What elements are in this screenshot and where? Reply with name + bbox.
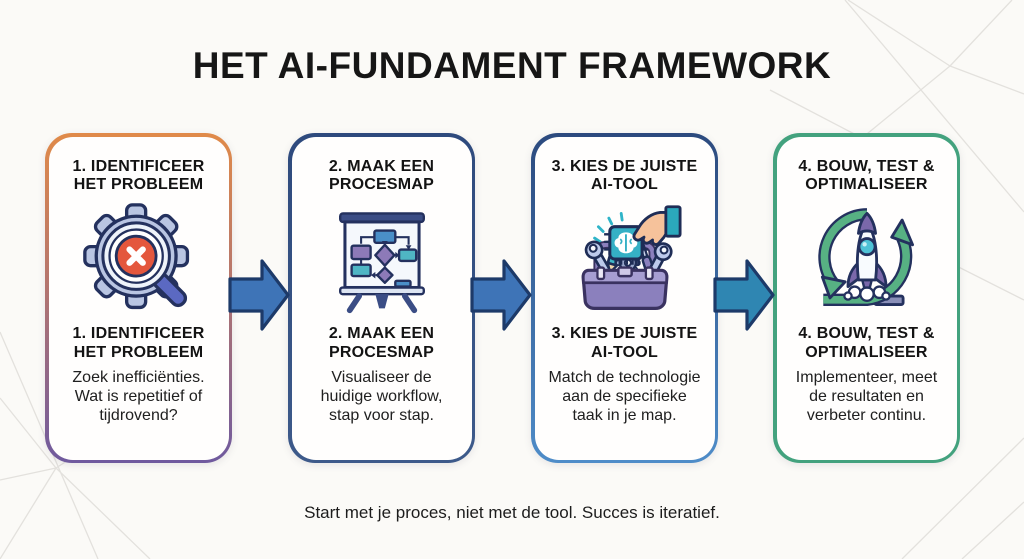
block-arrow-right-icon xyxy=(712,251,776,339)
footer-note: Start met je proces, niet met de tool. S… xyxy=(304,503,720,522)
rocket-iteration-cycle-icon xyxy=(810,201,924,317)
step-4-title: 4. BOUW, TEST &OPTIMALISEER xyxy=(798,157,935,194)
block-arrow-right-icon xyxy=(469,251,533,339)
toolbox-ai-chip-icon xyxy=(568,201,682,317)
flowchart-easel-icon xyxy=(325,201,439,317)
step-card-4: 4. BOUW, TEST &OPTIMALISEER xyxy=(773,133,960,463)
step-1-description: Zoek inefficiënties.Wat is repetitief of… xyxy=(72,369,205,425)
gear-magnifier-error-icon xyxy=(82,201,196,317)
page-title: HET AI-FUNDAMENT FRAMEWORK xyxy=(192,45,832,86)
step-card-4-body: 4. BOUW, TEST &OPTIMALISEER xyxy=(776,136,957,460)
step-4-subtitle: 4. BOUW, TEST &OPTIMALISEER xyxy=(798,324,935,361)
block-arrow-right-icon xyxy=(227,251,291,339)
